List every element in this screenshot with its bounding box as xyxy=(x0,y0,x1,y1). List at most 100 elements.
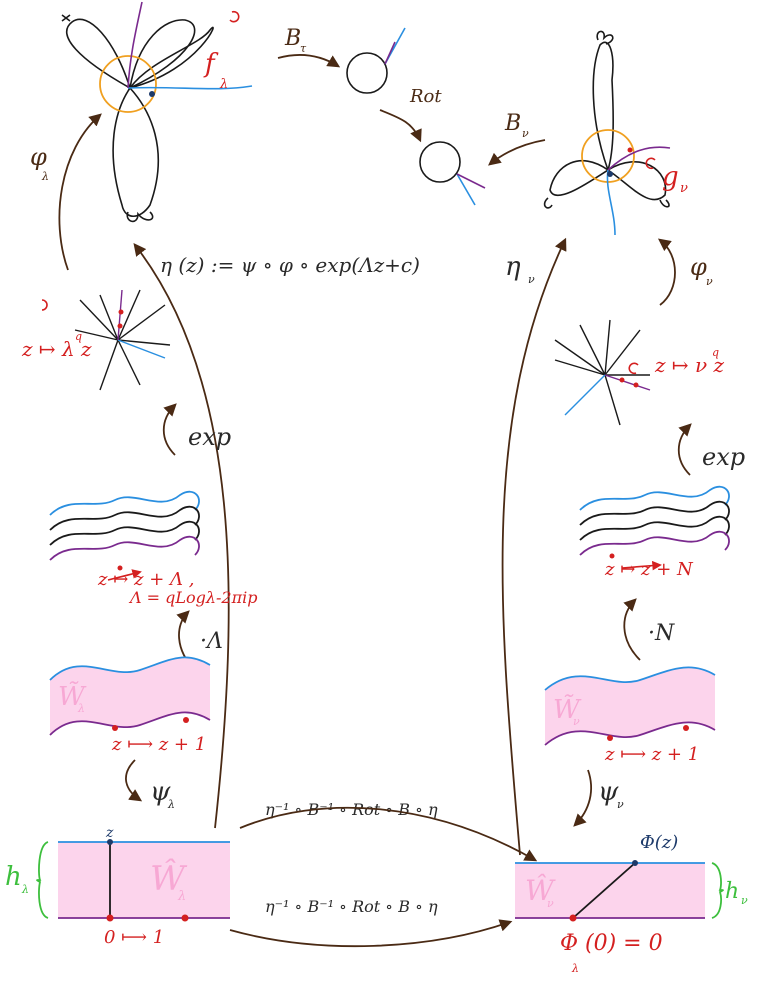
composition-top: η⁻¹ ∘ B⁻¹ ∘ Rot ∘ B ∘ η xyxy=(265,800,438,819)
star-right-purple xyxy=(604,374,651,391)
translate-left-arrow xyxy=(107,569,142,581)
waves-left xyxy=(49,490,200,561)
star-right xyxy=(554,319,650,426)
W-tilde-nu-sub: ν xyxy=(573,715,580,728)
W-hat-nu: Ŵ xyxy=(525,874,556,907)
circle-top xyxy=(346,52,388,94)
pink-band-right-top xyxy=(544,666,716,691)
phi-lambda-label: φ xyxy=(30,143,47,171)
pink-band-right-bottom xyxy=(544,721,716,746)
f-lambda-sub: λ xyxy=(219,77,228,92)
star-right-rot xyxy=(628,362,639,375)
star-right-dot xyxy=(619,377,625,383)
band-left-dot1 xyxy=(112,725,118,731)
rotation-arrow-left xyxy=(229,10,240,23)
phi-nu-label: φ xyxy=(690,253,707,281)
star-right-blue xyxy=(564,374,606,416)
flower-right xyxy=(543,30,670,209)
arrow-rot xyxy=(379,109,422,143)
phi-lambda-sub: λ xyxy=(41,170,49,183)
composition-bottom: η⁻¹ ∘ B⁻¹ ∘ Rot ∘ B ∘ η xyxy=(265,897,438,916)
arrow-psi-lambda xyxy=(125,759,143,802)
lambda-def-label: Λ = qLogλ-2πip xyxy=(128,588,257,607)
translate-right-label: z ↦ z + N xyxy=(604,559,694,580)
pink-band-left-bottom xyxy=(49,711,211,736)
W-hat-lambda: Ŵ xyxy=(150,858,188,899)
strip-left-one-dot xyxy=(181,914,189,922)
exp-left-label: exp xyxy=(188,423,231,451)
strip-left-top-dot xyxy=(107,839,113,845)
z-map-right-sup: q xyxy=(712,346,719,359)
Phi-0-sub: λ xyxy=(571,962,579,975)
h-lambda-sub: λ xyxy=(21,883,29,896)
strip-right-top-dot xyxy=(632,860,638,866)
star-right-dot2 xyxy=(633,382,639,388)
z-plus1-right: z ⟼ z + 1 xyxy=(604,744,699,765)
h-nu-label: h xyxy=(725,879,739,904)
star-left-rot xyxy=(41,299,48,311)
Phi-0-label: Φ (0) = 0 xyxy=(560,931,663,956)
eta-nu-label: η xyxy=(505,252,521,282)
brace-left xyxy=(36,841,49,919)
g-nu-label: g xyxy=(662,162,679,192)
arrow-composition-top xyxy=(239,806,538,862)
strip-right-diagonal xyxy=(572,862,636,919)
strip-left xyxy=(58,842,230,918)
g-nu-sub: ν xyxy=(680,181,688,196)
circle-bottom xyxy=(419,141,461,183)
exp-right-label: exp xyxy=(702,443,745,471)
h-lambda-label: h xyxy=(5,862,22,892)
band-right-dot1 xyxy=(607,735,613,741)
translate-left-label: z ↦ z + Λ , xyxy=(97,569,194,590)
star-left-dot2 xyxy=(118,309,124,315)
B-tau-label: B xyxy=(284,26,301,51)
psi-lambda-label: ψ xyxy=(150,777,171,807)
star-left xyxy=(74,289,171,391)
arrow-composition-bottom xyxy=(229,919,513,948)
arrow-eta-nu xyxy=(501,237,567,856)
strip-left-zero-dot xyxy=(106,914,114,922)
psi-nu-label: ψ xyxy=(598,777,619,807)
eta-nu-sub: ν xyxy=(528,273,535,286)
arrow-exp-left xyxy=(162,403,177,456)
strip-right xyxy=(515,863,705,918)
zero-to-one: 0 ⟼ 1 xyxy=(104,927,164,948)
marker-dot-right xyxy=(607,171,613,177)
star-left-purple xyxy=(117,289,123,341)
W-tilde-lambda: W̃ xyxy=(58,681,87,712)
z-map-left: z ↦ λ z xyxy=(21,337,92,361)
circle-top-purple xyxy=(384,41,396,65)
orange-circle-left xyxy=(99,55,157,113)
marker-dot xyxy=(149,91,155,97)
waves-right xyxy=(579,485,730,556)
arrow-B-tau xyxy=(277,54,341,68)
B-tau-sub: τ xyxy=(300,42,307,55)
B-nu-label: B xyxy=(504,111,521,136)
pink-band-left xyxy=(50,657,210,735)
arrow-psi-nu xyxy=(573,769,592,827)
red-dot-right xyxy=(627,147,633,153)
arrow-B-nu xyxy=(488,139,546,166)
psi-nu-sub: ν xyxy=(617,798,624,811)
z-map-right: z ↦ ν z xyxy=(654,353,725,377)
arrow-phi-nu xyxy=(657,238,676,306)
wave-left-dot xyxy=(117,565,123,571)
W-tilde-lambda-sub: λ xyxy=(77,702,85,715)
arrow-phi-lambda xyxy=(58,113,102,271)
pink-band-left-top xyxy=(49,656,211,681)
arrow-eta-lambda xyxy=(133,243,230,829)
rotation-arrow-right xyxy=(645,157,656,170)
purple-ray-right xyxy=(607,146,671,171)
arrow-dot-N xyxy=(623,598,641,661)
B-nu-sub: ν xyxy=(522,127,529,140)
z-map-left-sup: q xyxy=(75,330,82,343)
z-plus1-left: z ⟼ z + 1 xyxy=(111,734,206,755)
W-hat-nu-sub: ν xyxy=(547,897,554,910)
flower-left xyxy=(61,14,214,223)
wave-right-dot xyxy=(609,553,615,559)
phi-nu-sub: ν xyxy=(706,275,713,288)
z-top-label: z xyxy=(105,825,114,841)
Phi-z-label: Φ(z) xyxy=(640,832,678,853)
